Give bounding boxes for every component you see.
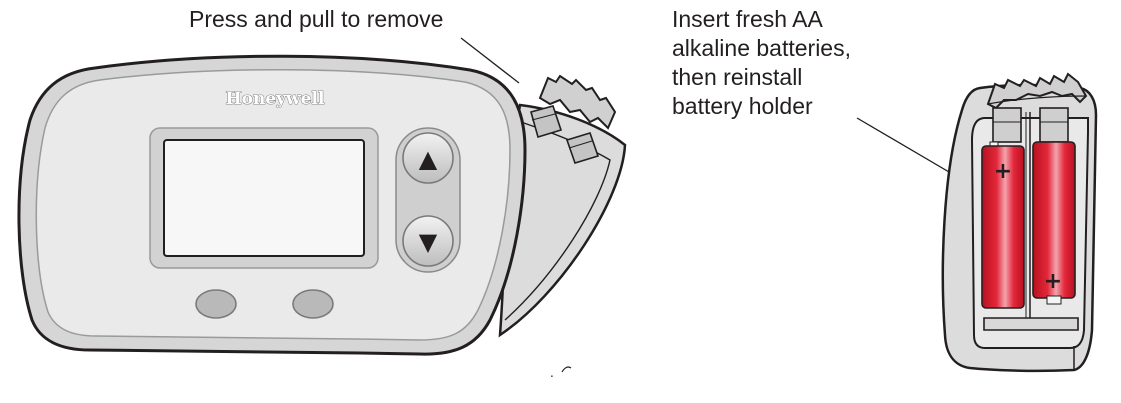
left-oval-button[interactable] <box>195 289 237 319</box>
battery-left: + <box>981 141 1025 309</box>
stray-mark: . <box>550 366 554 380</box>
thermostat: Honeywell ▲ ▼ <box>17 54 627 356</box>
battery-holder: + + <box>941 72 1098 373</box>
battery-right: + <box>1032 141 1076 305</box>
leader-line-remove <box>460 37 520 84</box>
display-screen <box>163 139 365 257</box>
up-button[interactable]: ▲ <box>402 132 454 184</box>
stray-mark-2 <box>561 366 572 373</box>
plus-icon: + <box>1044 269 1062 294</box>
battery-holder-clip <box>986 72 1088 110</box>
battery-holder-pulled <box>498 74 627 338</box>
callout-insert-batteries: Insert fresh AA alkaline batteries, then… <box>672 5 851 121</box>
plus-icon: + <box>994 159 1012 184</box>
down-button[interactable]: ▼ <box>402 215 454 267</box>
contact-top-right <box>1039 107 1069 143</box>
right-oval-button[interactable] <box>292 289 334 319</box>
callout-line-1: Insert fresh AA <box>672 6 823 32</box>
callout-press-pull: Press and pull to remove <box>189 6 444 32</box>
callout-line-3: then reinstall <box>672 64 803 90</box>
brand-logo: Honeywell <box>226 89 325 109</box>
contact-bottom <box>983 317 1079 331</box>
contact-top-left <box>992 107 1022 143</box>
down-arrow-icon: ▼ <box>419 228 438 256</box>
callout-line-4: battery holder <box>672 93 813 119</box>
callout-line-2: alkaline batteries, <box>672 35 851 61</box>
up-arrow-icon: ▲ <box>419 145 438 173</box>
